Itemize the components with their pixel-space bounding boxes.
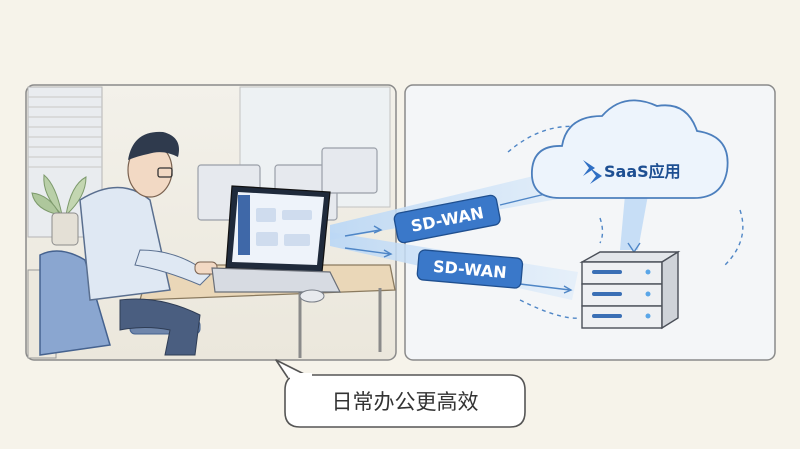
mouse	[300, 290, 324, 302]
cloud-label: SaaS应用	[604, 162, 681, 181]
server-rack	[582, 252, 678, 328]
laptop	[212, 186, 340, 302]
caption-text: 日常办公更高效	[332, 390, 479, 414]
caption-bubble: 日常办公更高效	[276, 360, 525, 427]
